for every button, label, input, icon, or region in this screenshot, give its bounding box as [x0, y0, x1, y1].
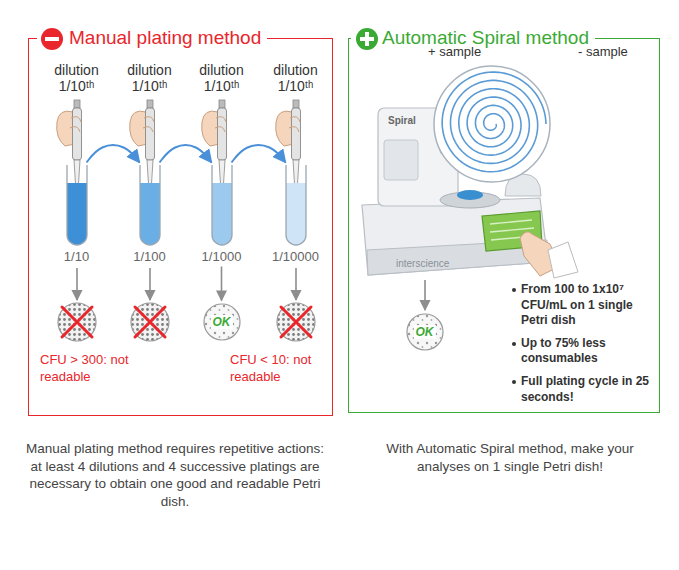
caption-text: With Automatic Spiral method, make your …	[362, 440, 658, 475]
warning-note: CFU < 10: not readable	[230, 352, 330, 386]
dilution-ratio: 1/10	[45, 249, 109, 265]
dilution-ratio: 1/10000	[264, 249, 328, 265]
brand-mark: interscience	[396, 257, 486, 270]
sample-label: - sample	[578, 44, 658, 61]
dilution-label: dilution 1/10ᵗʰ	[115, 62, 185, 96]
transfer-arrow	[232, 145, 286, 162]
dilution-tube: dilution 1/10ᵗʰ1/10	[59, 165, 95, 265]
unreadable-dishes	[58, 303, 315, 341]
minus-icon	[40, 27, 64, 51]
petri-dish: OK	[406, 313, 444, 351]
panel-heading: Manual plating method	[37, 27, 267, 49]
dilution-ratio: 1/100	[118, 249, 182, 265]
test-tube	[59, 165, 95, 247]
brand-mark: Spiral	[388, 114, 448, 127]
test-tube	[132, 165, 168, 247]
warning-note: CFU > 300: not readable	[40, 352, 160, 386]
petri-dish: OK	[203, 303, 241, 341]
method-panel: OKAutomatic Spiral method	[348, 38, 660, 413]
test-tube	[278, 165, 314, 247]
spiral-track	[442, 72, 546, 172]
ok-mark: OK	[414, 325, 436, 339]
plating-arrow	[221, 267, 223, 301]
feature-bullet: From 100 to 1x10⁷ CFU/mL on 1 single Pet…	[521, 282, 655, 329]
caption-text: Manual plating method requires repetitiv…	[22, 440, 328, 510]
dilution-tube: dilution 1/10ᵗʰ1/1000	[204, 165, 240, 265]
test-tube	[204, 165, 240, 247]
transfer-arrow	[87, 145, 140, 162]
dilution-label: dilution 1/10ᵗʰ	[261, 62, 331, 96]
sample-label: + sample	[428, 44, 508, 61]
plus-icon	[355, 27, 379, 51]
feature-bullet: Up to 75% less consumables	[521, 336, 655, 367]
spiral-dish	[434, 66, 550, 182]
ok-mark: OK	[211, 315, 233, 329]
dilution-label: dilution 1/10ᵗʰ	[187, 62, 257, 96]
dilution-ratio: 1/1000	[190, 249, 254, 265]
transfer-arrow	[160, 145, 212, 162]
dilution-tube: dilution 1/10ᵗʰ1/100	[132, 165, 168, 265]
bullet-dot	[512, 342, 516, 346]
bullet-dot	[512, 380, 516, 384]
feature-bullet: Full plating cycle in 25 seconds!	[521, 374, 655, 405]
dilution-label: dilution 1/10ᵗʰ	[42, 62, 112, 96]
dilution-tube: dilution 1/10ᵗʰ1/10000	[278, 165, 314, 265]
bullet-dot	[512, 288, 516, 292]
pipettes	[57, 100, 301, 200]
